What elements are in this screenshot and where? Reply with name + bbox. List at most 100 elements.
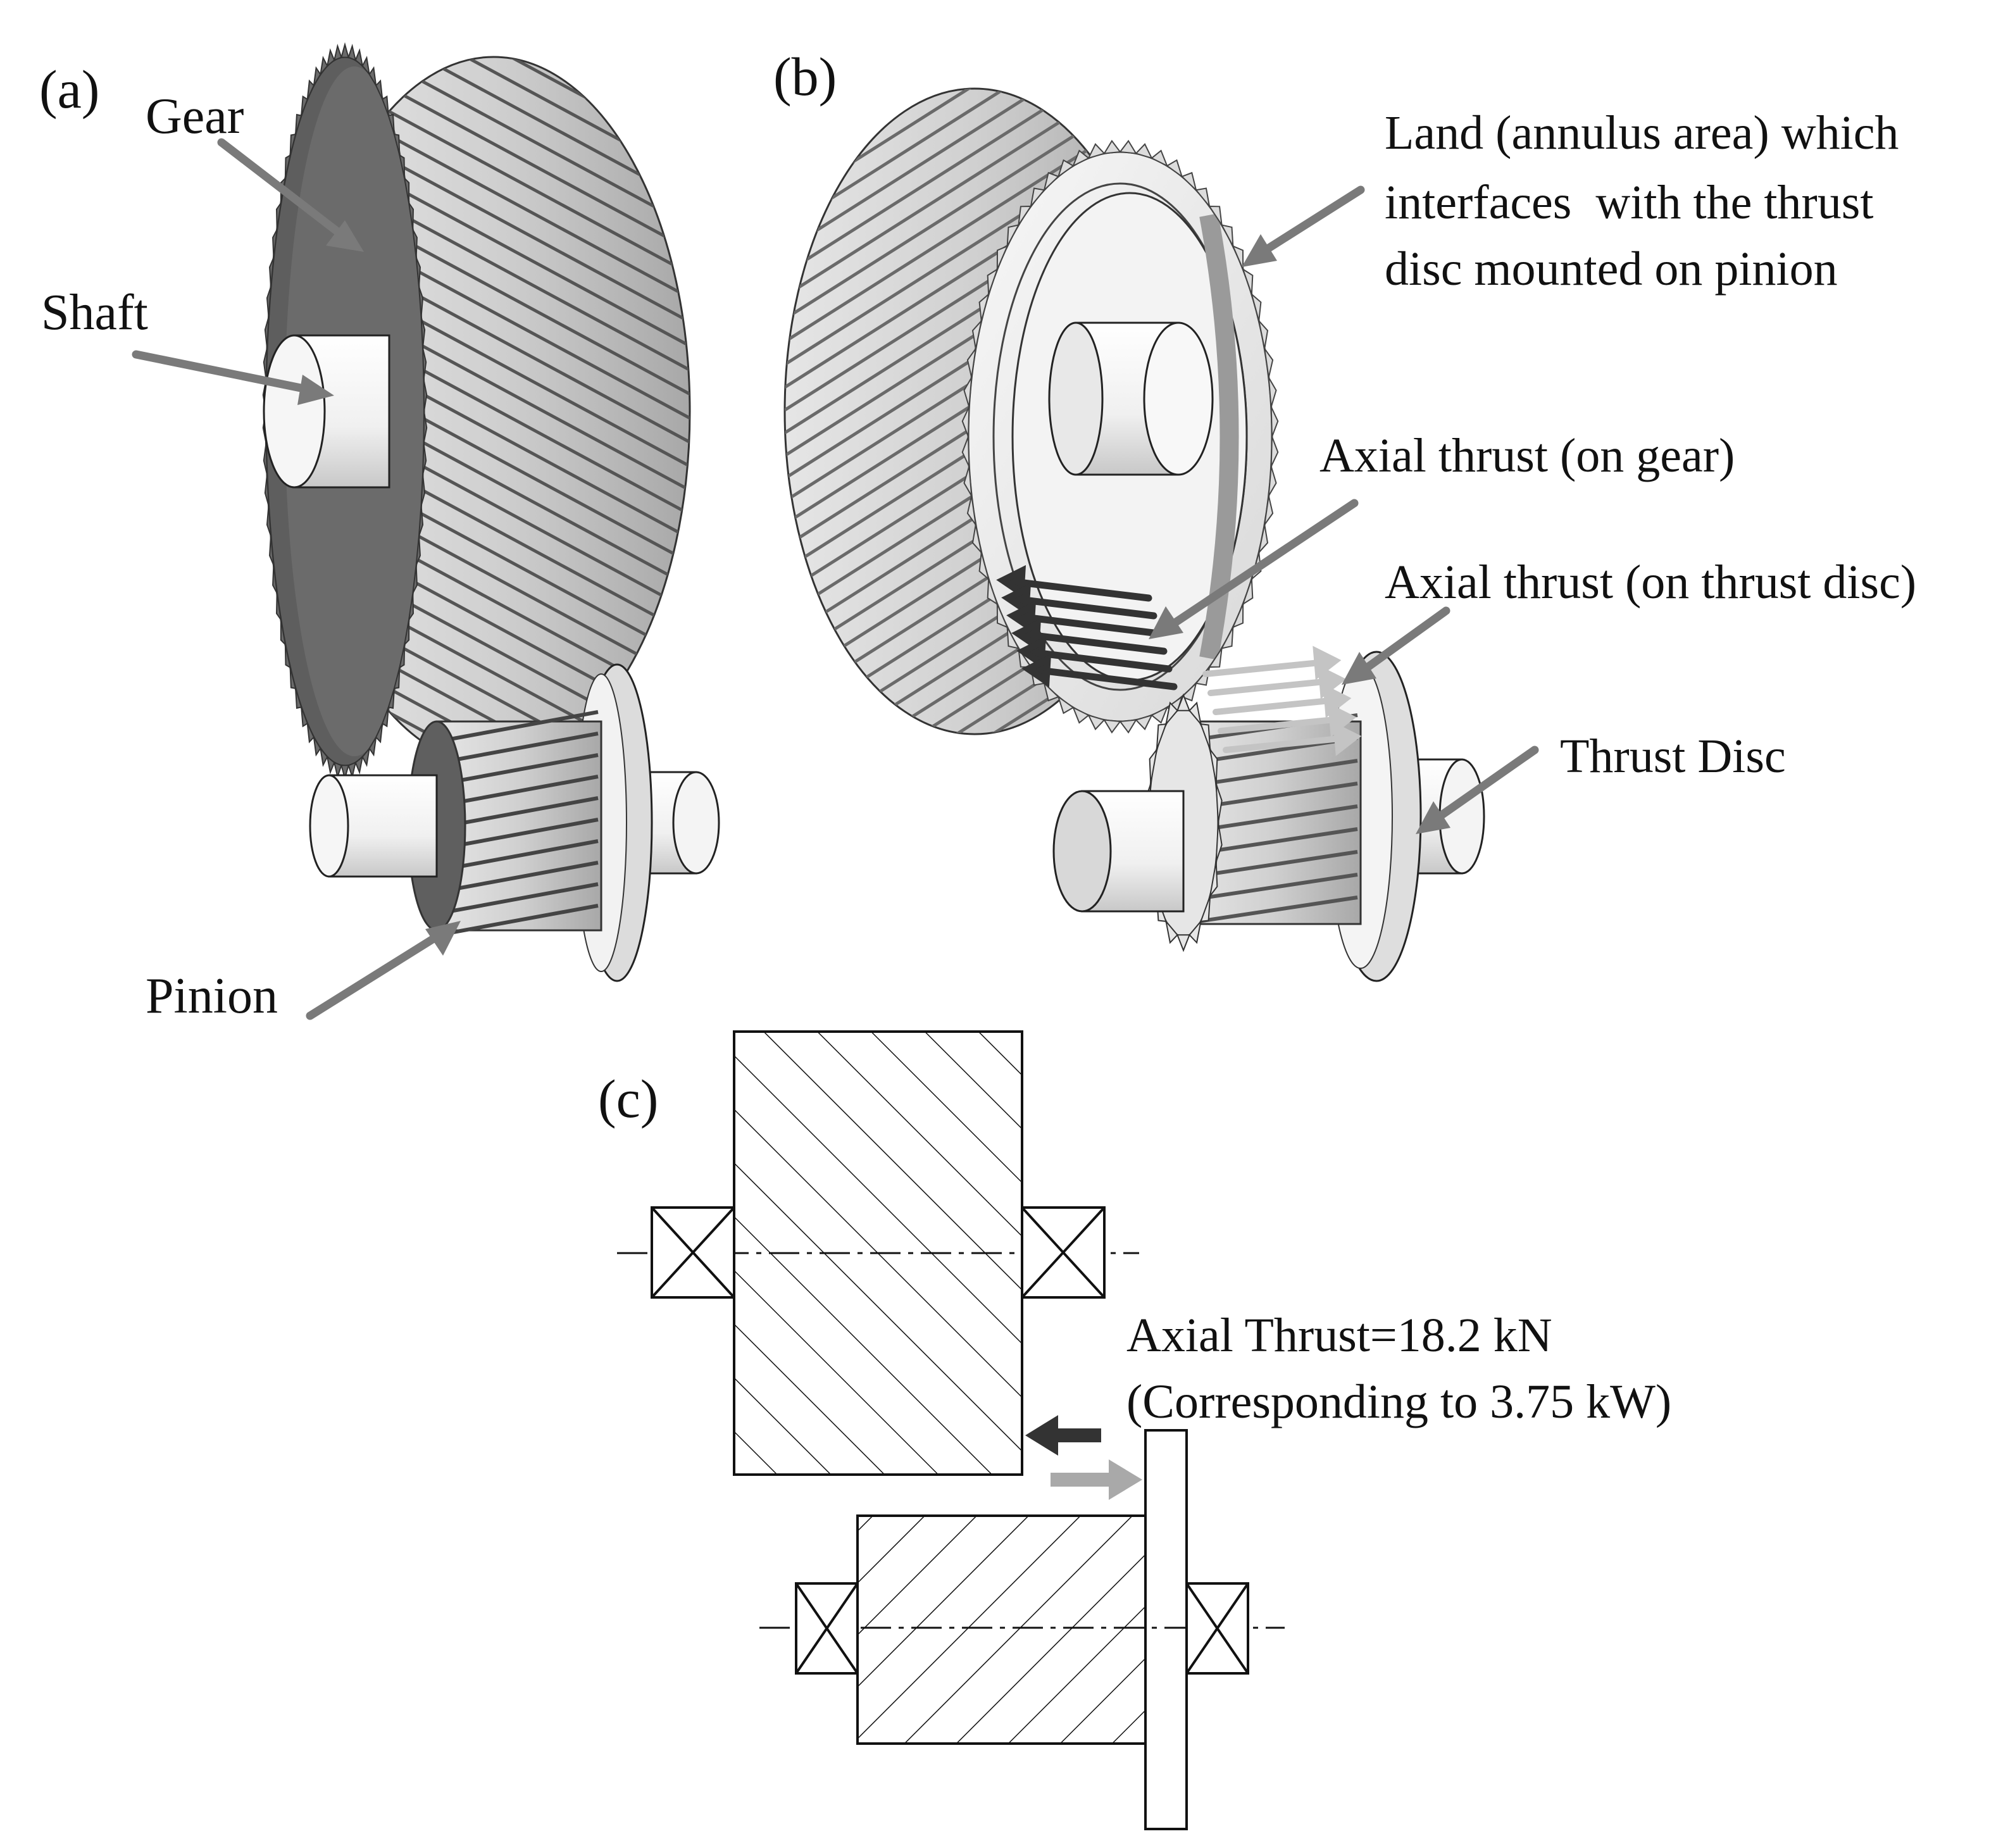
c-gear-thrust-arrow xyxy=(1025,1415,1101,1456)
b-gear-helix-stripe xyxy=(785,89,1164,93)
b-disc-thrust-arrow xyxy=(1202,659,1323,677)
b-pinion-helix-stripe xyxy=(1189,873,1358,902)
gear-face-tooth xyxy=(269,535,275,566)
b-gear-thrust-arrow xyxy=(1015,578,1152,602)
gear-face-tooth xyxy=(272,229,278,258)
gear-face-tooth xyxy=(289,133,297,156)
b-gear-rim-tooth xyxy=(987,268,999,295)
pinion-helix-stripe xyxy=(442,710,599,742)
gear-face-tooth xyxy=(284,154,292,178)
c-disc-thrust-arrow xyxy=(1051,1459,1142,1500)
b-gear-rim-tooth xyxy=(1087,143,1106,159)
b-gear-rim-tooth xyxy=(1103,139,1121,154)
axial-disc-pointer-arrow xyxy=(1363,606,1450,672)
b-gear-rim-tooth xyxy=(1195,187,1211,209)
pinion-pointer-arrow xyxy=(306,932,441,1020)
b-gear-helix-stripe xyxy=(785,0,1164,23)
gear-face-tooth xyxy=(403,176,410,204)
shaft-label: Shaft xyxy=(41,285,148,340)
pinion-assembly xyxy=(309,663,720,982)
axial-disc-pointer-arrowhead xyxy=(1342,652,1376,685)
gear-face-tooth xyxy=(263,347,268,380)
b-gear-rim-tooth xyxy=(1135,143,1153,159)
gear-pointer-arrow xyxy=(217,138,349,242)
b-gear-hub-shaft xyxy=(1048,322,1214,476)
b-gear-rim-tooth xyxy=(1103,719,1121,734)
land-label-line2: interfaces with the thrust xyxy=(1385,176,1873,229)
thrust-disc-pointer-arrowhead xyxy=(1416,801,1450,834)
b-pinion-tooth xyxy=(1188,919,1202,944)
gear-face-tooth xyxy=(382,707,389,728)
b-pinion-tooth xyxy=(1215,822,1223,862)
b-gear-helix-stripe xyxy=(785,89,1164,253)
gear-helix-stripe xyxy=(297,57,690,207)
b-gear-rim-tooth xyxy=(966,496,976,525)
b-pinion-helix-stripe xyxy=(1189,896,1358,925)
b-gear-rim-tooth xyxy=(961,406,970,437)
b-pinion-tooth xyxy=(1176,934,1191,952)
b-gear-rim-tooth xyxy=(1270,436,1279,467)
b-gear-rim-tooth xyxy=(1135,714,1153,730)
b-gear-thrust-arrowhead xyxy=(1011,618,1042,652)
b-gear-rim-tooth xyxy=(996,604,1009,628)
b-gear-rim-tooth xyxy=(1043,681,1060,702)
b-gear-rim-tooth xyxy=(1006,224,1020,247)
shaft-pointer-arrow xyxy=(132,350,311,394)
gear-face-tooth xyxy=(368,737,377,757)
gear-face-tooth xyxy=(418,505,424,537)
gear-face-tooth xyxy=(354,755,364,775)
b-gear-thrust-arrow xyxy=(1040,667,1178,690)
gear-face-tooth xyxy=(340,42,349,58)
gear-face-tooth xyxy=(306,723,315,744)
pinion-helix-stripe xyxy=(442,753,599,785)
b-gear-helix-stripe xyxy=(785,0,1164,46)
gear-face-tooth xyxy=(420,474,426,506)
gear-face-tooth xyxy=(266,286,271,318)
gear-face-tooth xyxy=(326,48,335,68)
gear-face-tooth xyxy=(361,56,371,77)
b-gear-rim-tooth xyxy=(1180,681,1197,702)
gear-face-tooth xyxy=(393,133,401,156)
c-gear-bearing-left xyxy=(651,1206,735,1299)
b-gear-thrust-arrowhead xyxy=(1001,582,1032,616)
b-disc-thrust-arrow xyxy=(1223,735,1343,753)
b-pinion-tooth xyxy=(1176,693,1191,711)
gear-face-tooth xyxy=(313,737,321,757)
b-gear-thrust-arrows xyxy=(996,565,1178,690)
b-gear-thrust-arrow xyxy=(1035,649,1173,673)
axial-thrust-value-label: Axial Thrust=18.2 kN xyxy=(1126,1309,1552,1362)
b-pinion-tooth xyxy=(1200,896,1211,923)
gear-face-tooth xyxy=(333,44,342,61)
b-gear-rim-tooth xyxy=(1257,318,1269,349)
gear-helix-stripe xyxy=(297,57,690,63)
land-label-line1: Land (annulus area) which xyxy=(1385,106,1899,159)
b-disc-thrust-arrow xyxy=(1207,678,1328,696)
pinion-helix-stripe xyxy=(442,732,599,764)
b-gear-rim-tooth xyxy=(961,436,970,467)
b-gear-rim-tooth xyxy=(1220,627,1234,649)
gear-face-tooth xyxy=(423,379,428,412)
panel-b: (b) Land (annulus area) which interfaces… xyxy=(773,0,1916,982)
gear-face-tooth xyxy=(421,347,427,380)
b-gear-thrust-arrowhead xyxy=(1006,600,1037,634)
b-gear-rim-tooth xyxy=(1264,496,1274,525)
b-gear-thrust-arrow xyxy=(1030,632,1168,655)
gear-face-tooth xyxy=(420,316,426,349)
b-gear-rim-tooth xyxy=(1232,604,1244,628)
b-gear-rim-tooth xyxy=(1232,245,1244,270)
panel-b-tag: (b) xyxy=(773,46,837,107)
b-gear-rim-tooth xyxy=(987,578,999,606)
thrust-disc-pointer-arrow xyxy=(1435,746,1539,821)
gear-face-tooth xyxy=(284,644,292,669)
gear-face-tooth xyxy=(412,229,418,258)
gear-face-tooth xyxy=(393,667,401,690)
b-pinion-tooth xyxy=(1215,784,1223,823)
b-gear-rim-tooth xyxy=(1018,205,1032,226)
gear-face-tooth xyxy=(408,203,414,230)
b-gear-rim-tooth xyxy=(1119,719,1137,734)
b-pinion-helix-stripe xyxy=(1189,759,1358,788)
b-disc-thrust-arrow xyxy=(1213,697,1333,715)
b-disc-thrust-arrow xyxy=(1218,716,1338,734)
b-gear-thrust-arrowhead xyxy=(1016,635,1047,670)
